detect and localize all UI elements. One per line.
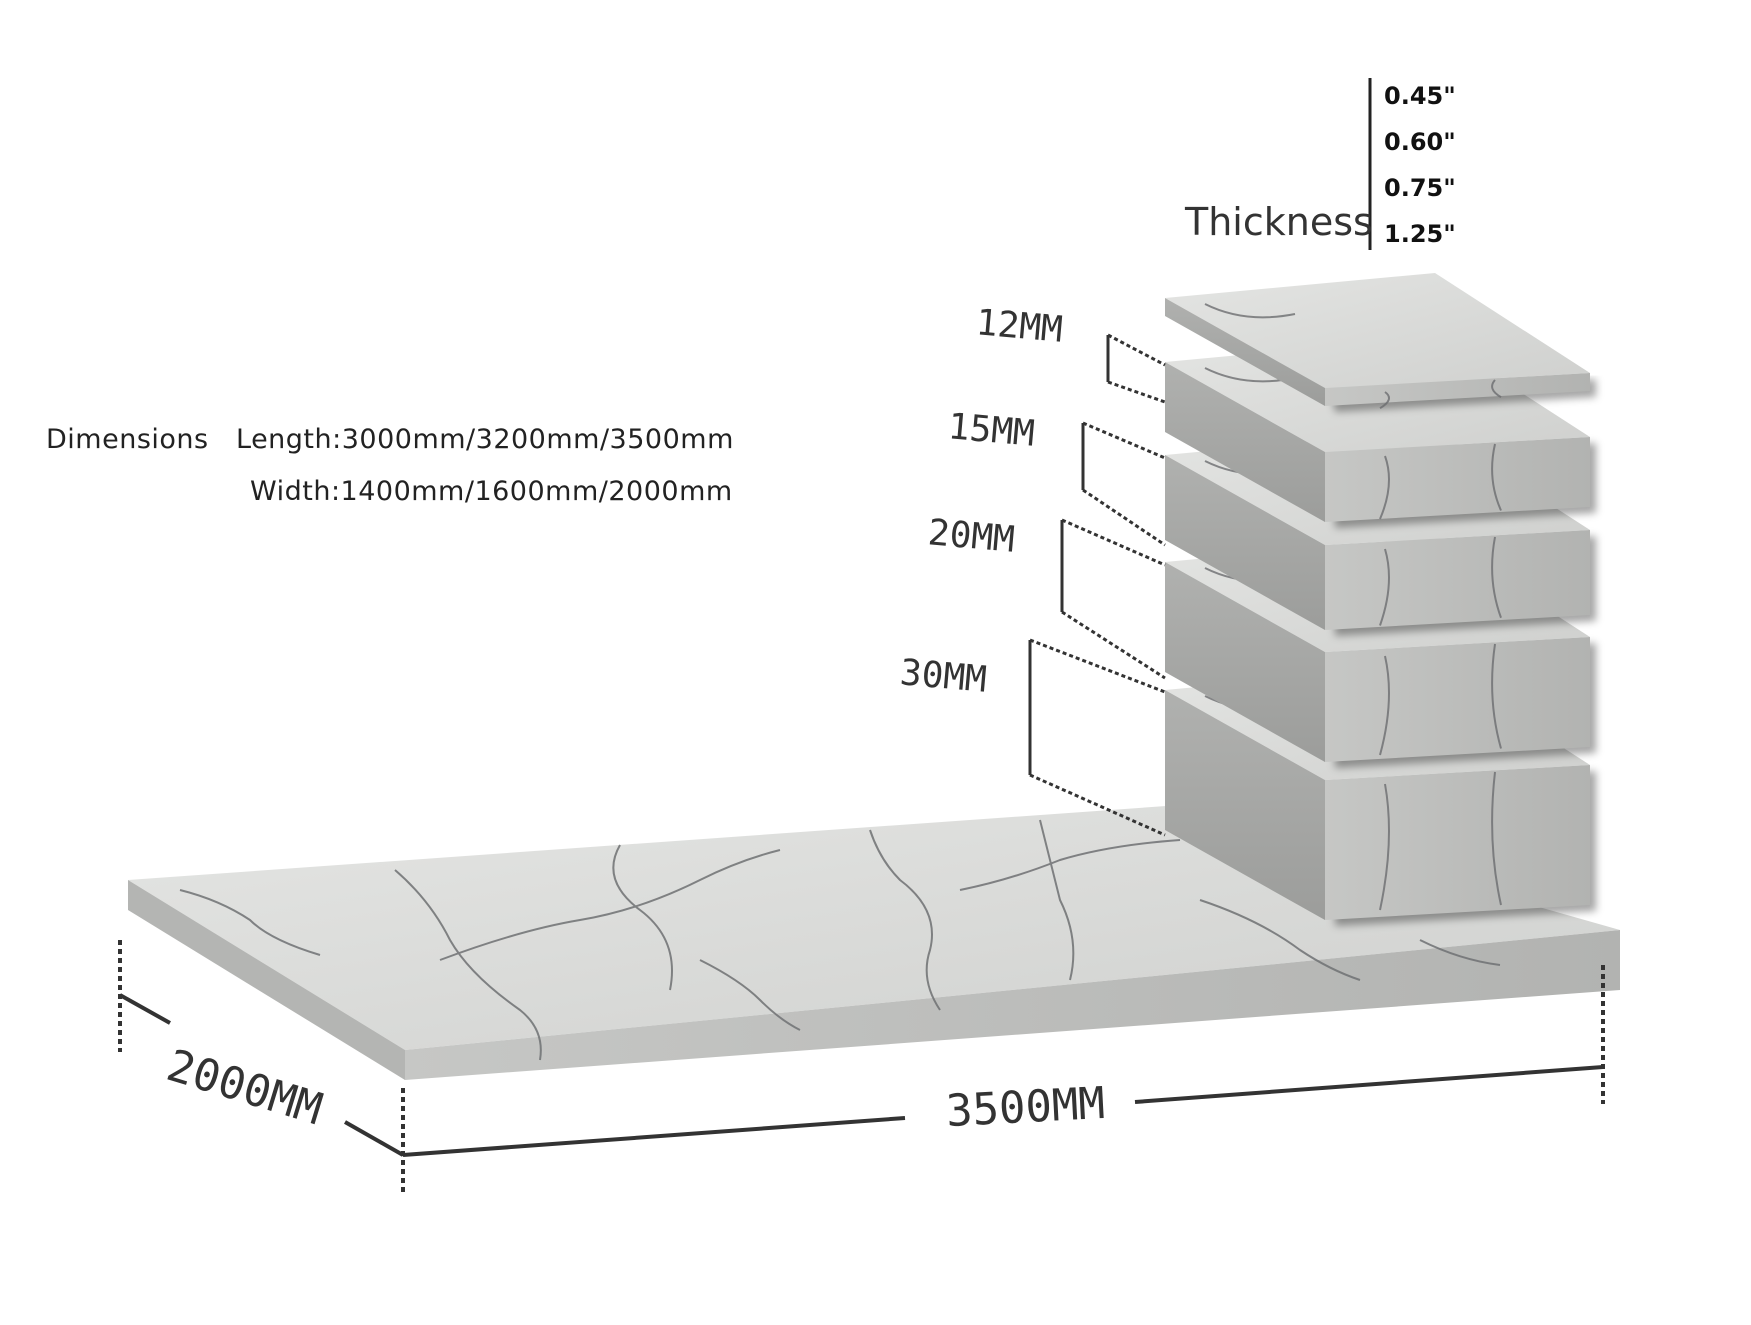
- connector-30mm: [1028, 638, 1166, 837]
- connector-15mm-bottom: [1082, 488, 1166, 547]
- slab-label-12mm: 12MM: [974, 302, 1065, 351]
- slab-thin-veins: [1204, 303, 1502, 410]
- thickness-inch-4: 1.25": [1384, 220, 1456, 248]
- slab-30mm-left-face: [1165, 690, 1325, 920]
- thickness-stack: [1165, 273, 1596, 926]
- connector-30mm-bottom: [1029, 773, 1166, 837]
- dimensions-width: Width:1400mm/1600mm/2000mm: [250, 476, 733, 507]
- length-line-b: [1134, 1065, 1604, 1104]
- thickness-title: Thickness: [1185, 200, 1373, 244]
- slab-15mm-left-face: [1165, 455, 1325, 630]
- slab-thin-top: [1165, 273, 1590, 388]
- connector-12mm-top: [1107, 333, 1166, 367]
- base-slab-veins: [179, 819, 1501, 1061]
- thickness-connectors: [1028, 333, 1166, 837]
- slab-thin-front-face: [1325, 373, 1590, 406]
- thickness-inch-3: 0.75": [1384, 174, 1456, 202]
- slab-label-15mm: 15MM: [946, 406, 1037, 455]
- slab-30mm-front-face: [1325, 765, 1590, 920]
- connector-20mm: [1060, 518, 1166, 680]
- thickness-inch-2: 0.60": [1384, 128, 1456, 156]
- connector-30mm-top: [1029, 638, 1166, 694]
- connector-20mm-top: [1061, 518, 1166, 567]
- connector-12mm: [1106, 333, 1166, 404]
- base-length-label: 3500MM: [944, 1077, 1107, 1138]
- slab-label-20mm: 20MM: [926, 512, 1017, 561]
- slab-15mm-front-face: [1325, 530, 1590, 630]
- slab-thin-left-face: [1165, 298, 1325, 406]
- slab-label-30mm: 30MM: [898, 652, 989, 701]
- thickness-inch-1: 0.45": [1384, 82, 1456, 110]
- connector-20mm-bottom: [1061, 610, 1166, 680]
- width-line-a: [119, 993, 171, 1025]
- connector-15mm: [1081, 421, 1166, 547]
- base-slab-front-edge: [405, 930, 1620, 1080]
- dimensions-length: Length:3000mm/3200mm/3500mm: [236, 424, 734, 455]
- width-line-b: [344, 1120, 404, 1157]
- slab-20mm-front-face: [1325, 637, 1590, 762]
- length-line-a: [402, 1116, 906, 1157]
- connector-12mm-bottom: [1107, 380, 1166, 404]
- connector-15mm-top: [1082, 421, 1166, 460]
- slab-thin: [1165, 273, 1596, 412]
- dimensions-heading: Dimensions: [46, 424, 209, 455]
- base-dimension-lines: [118, 940, 1605, 1192]
- base-slab-left-edge: [128, 880, 405, 1080]
- slab-12mm-front-face: [1325, 437, 1590, 522]
- slab-12mm-left-face: [1165, 362, 1325, 522]
- slab-20mm-left-face: [1165, 562, 1325, 762]
